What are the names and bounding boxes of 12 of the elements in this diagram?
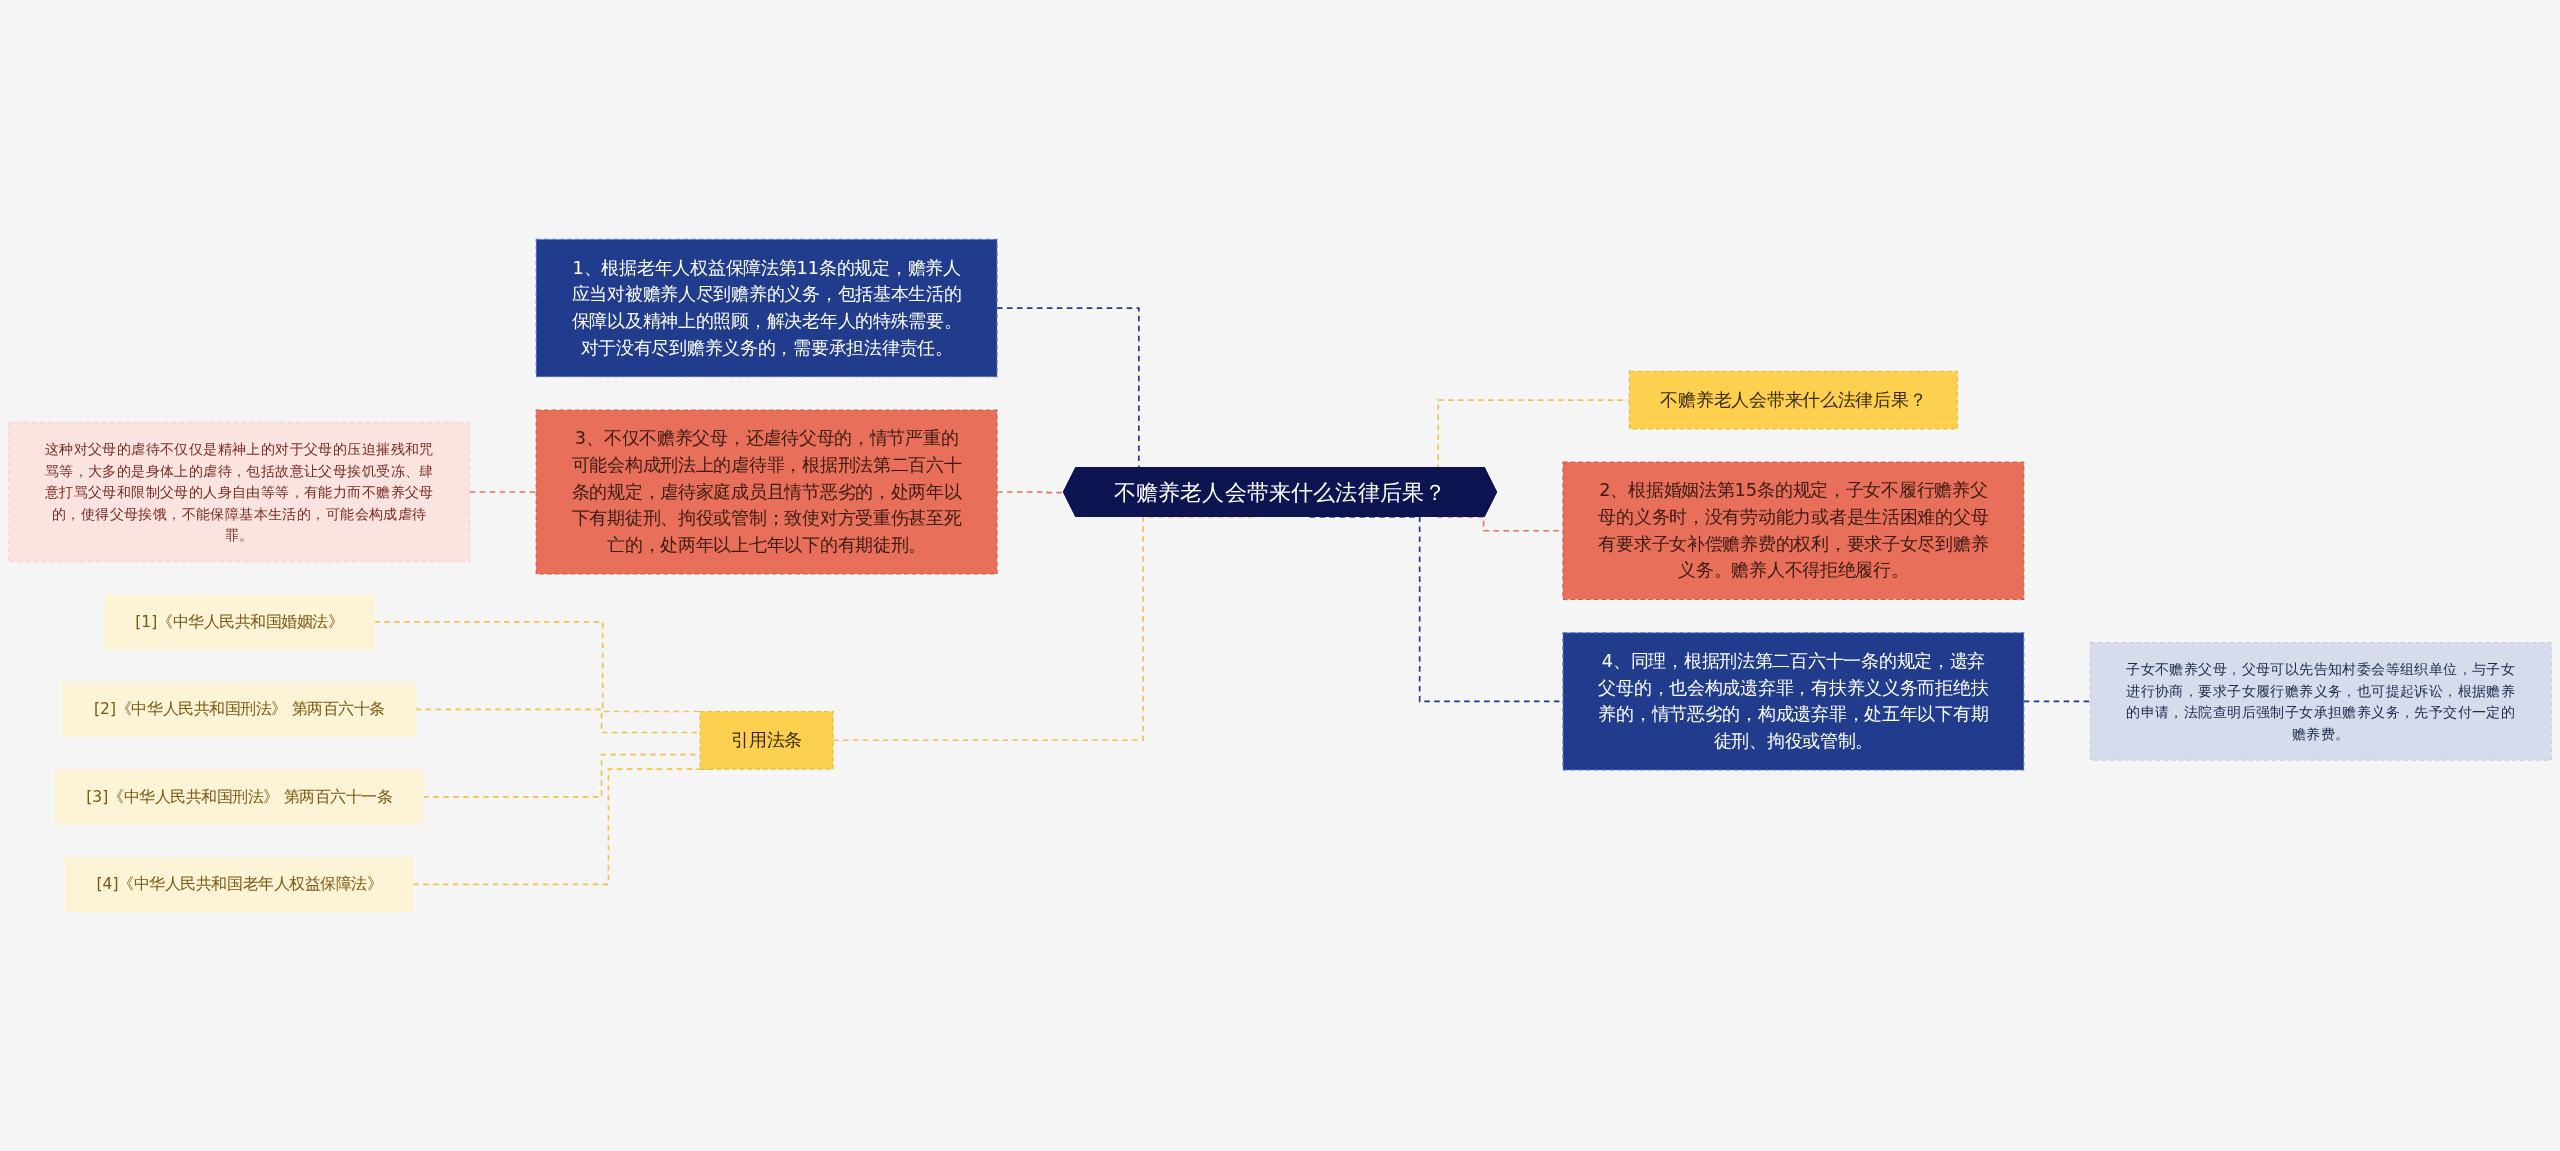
node-box: [3]《中华人民共和国刑法》 第两百六十一条 <box>54 769 424 825</box>
node-box: 2、根据婚姻法第15条的规定，子女不履行赡养父母的义务时，没有劳动能力或者是生活困难的父母有要求子女补偿赡养费的权利，要求子女尽到赡养义务。赡养人不得拒绝履行。 <box>1562 461 2025 600</box>
node-box: 4、同理，根据刑法第二百六十一条的规定，遗弃父母的，也会构成遗弃罪，有扶养义义务而拒绝扶养的，情节恶劣的，构成遗弃罪，处五年以下有期徒刑、拘役或管制。 <box>1562 632 2025 771</box>
node-box: 这种对父母的虐待不仅仅是精神上的对于父母的压迫摧残和咒骂等，大多的是身体上的虐待，包括故意让父母挨饥受冻、肆意打骂父母和限制父母的人身自由等等，有能力而不赡养父母的，使得父母挨饿，不能保障基本生活的，可能会构成虐待罪。 <box>8 421 471 563</box>
node-box: 不赡养老人会带来什么法律后果？ <box>1628 370 1958 430</box>
node-box: [2]《中华人民共和国刑法》 第两百六十条 <box>62 681 417 738</box>
node-box: 3、不仅不赡养父母，还虐待父母的，情节严重的可能会构成刑法上的虐待罪，根据刑法第二百六十条的规定，虐待家庭成员且情节恶劣的，处两年以下有期徒刑、拘役或管制；致使对方受重伤甚至死亡的，处两年以上七年以下的有期徒刑。 <box>535 409 998 575</box>
node-box: 1、根据老年人权益保障法第11条的规定，赡养人应当对被赡养人尽到赡养的义务，包括基本生活的保障以及精神上的照顾，解决老年人的特殊需要。对于没有尽到赡养义务的，需要承担法律责任。 <box>535 238 998 378</box>
node-box: [1]《中华人民共和国婚姻法》 <box>103 594 375 650</box>
node-box: [4]《中华人民共和国老年人权益保障法》 <box>64 856 414 913</box>
node-box: 子女不赡养父母，父母可以先告知村委会等组织单位，与子女进行协商，要求子女履行赡养义务，也可提起诉讼，根据赡养的申请，法院查明后强制子女承担赡养义务，先予交付一定的赡养费。 <box>2089 642 2552 761</box>
node-box: 引用法条 <box>699 710 834 770</box>
